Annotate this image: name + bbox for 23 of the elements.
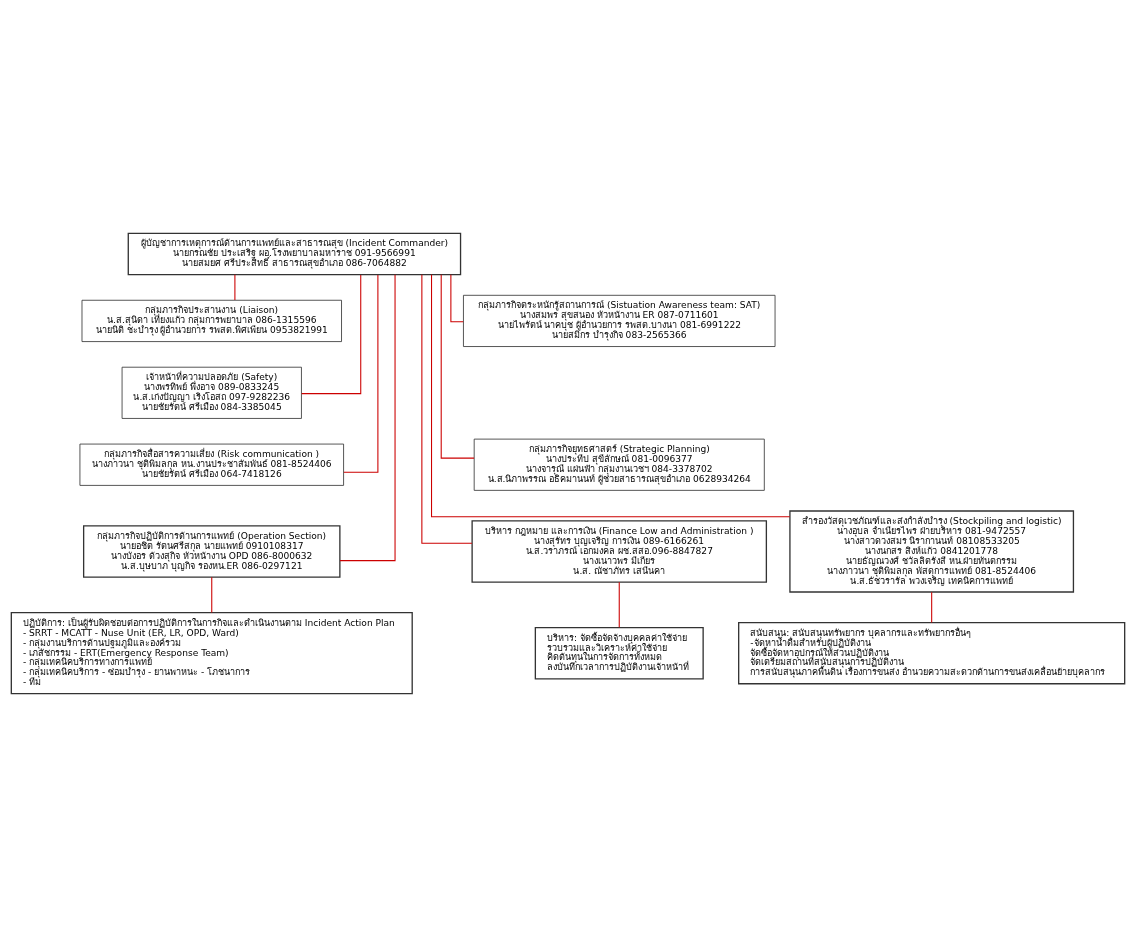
node-box: ผู้บัญชาการเหตุการณ์ด้านการแพทย์และสาธารณสุข (Incident Commander) นายกรณชัย ประเสริฐ ผอ.โรงพยาบาลมหาราช 091-9566991 นายสมยศ ศรีประสิทธิ์ สาธารณสุขอำเภอ 086-7064882 (127, 232, 462, 275)
node-box: เจ้าหน้าที่ความปลอดภัย (Safety) นางพรทิพย์ พึ่งอาจ 089-0833245 น.ส.เก่งปัญญา เริงโอสถ 097-9282236 นายชัยรัตน์ ศรีเมือง 084-3385045 (121, 366, 302, 419)
node-box: กลุ่มภารกิจยุทธศาสตร์ (Strategic Planning) นางประทีป สุขีลักษณ์ 081-0096377 นางจารุณี แผ่นฟ้า กลุ่มงานเวชฯ 084-3378702 น.ส.นิภาพรรณ อธิคมานนท์ ผู้ช่วยสาธารณสุขอำเภอ 0628934264 (473, 438, 765, 491)
connector (618, 581, 620, 628)
node-box: สำรองวัสดุเวชภัณฑ์และส่งกำลังบำรุง (Stockpiling and logistic) นางอุบล จำเนียรไพร ฝ่ายบริหาร 081-9472557 นางสาวดวงสมร นิรากานนท์ 08108533205 นางนกสร สิงห์แก้ว 0841201778 นายธัญณวงศ์ ชวัลลิตรังสี หน.ฝ่ายทันตกรรม นางภาวนา ชุติพิมลกุล พัสดุการแพทย์ 081-8524406 น.ส.ธัชวรารัล พวงเจริญ เทคนิคการแพทย์ (789, 509, 1075, 593)
connector (234, 273, 236, 301)
connector (343, 273, 379, 473)
connector (211, 576, 213, 613)
connector (931, 591, 933, 623)
node-box: กลุ่มภารกิจประสานงาน (Liaison) น.ส.สุนิดา เที่ยงแก้ว กลุ่มการพยาบาล 086-1315596 นายนิติ ชะบำรุง ผู้อำนวยการ รพสต.พิศเพียน 0953821991 (81, 299, 342, 342)
connector (450, 273, 464, 322)
connector (431, 273, 791, 517)
connector (440, 273, 475, 459)
node-box: ปฏิบัติการ: เป็นผู้รับผิดชอบต่อการปฏิบัติการในการกิจและดำเนินงานตาม Incident Action Plan - SRRT - MCATT - Nuse Unit (ER, LR, OPD, Ward) - กลุ่มงานบริการด้านปฐมภูมิและองค์รวม - เภสัชกรรม - ERT(Emergency Response Team) - กลุ่มเทคนิคบริการทางการแพทย์ - กลุ่มเทคนิคบริการ - ซ่อมบำรุง - ยานพาหนะ - โภชนาการ - ทีม (10, 611, 413, 694)
node-box: กลุ่มภารกิจปฏิบัติการด้านการแพทย์ (Operation Section) นายอชิต รัตนศรีสกุล นายแพทย์ 0910108317 นางบังอร ด้วงสุกิจ หัวหน้างาน OPD 086-8000632 น.ส.บุษบาภ บุญกิจ รองหน.ER 086-0297121 (83, 524, 341, 578)
node-box: บริหาร: จัดซื้อจัดจ้างบุคคลค่าใช้จ่าย รวบรวมและวิเคราะห์ค่าใช้จ่าย คิดต้นทุนในการจัดการทั้งหมด ลงบันทึกเวลาการปฏิบัติงานเจ้าหน้าที่ (534, 626, 704, 679)
connector (421, 273, 473, 544)
node-box: กลุ่มภารกิจตระหนักรู้สถานการณ์ (Sistuation Awareness team: SAT) นางสมพร สุขสนอง หัวหน้างาน ER 087-0711601 นายไพรัตน์ นาคบุช ผู้อำนวยการ รพสต.บางนา 081-6991222 นายสมิกร บำรุงกิจ 083-2565366 (463, 294, 776, 347)
node-box: สนับสนุน: สนับสนุนทรัพยากร บุคลากรและทรัพยากรอื่นๆ -จัดหาน้ำดื่มสำหรับผู้ปฏิบัติงาน จัดซื้อจัดหาอุปกรณ์ให้ส่วนปฏิบัติงาน จัดเตรียมสถานที่สนับสนุนการปฏิบัติงาน การสนับสนุนภาคพื้นดิน เรื่องการขนส่ง อำนวยความสะดวกด้านการขนส่งเคลื่อนย้ายบุคลากร (738, 621, 1126, 684)
node-box: กลุ่มภารกิจสื่อสารความเสี่ยง (Risk communication ) นางภาวนา ชุติพิมลกุล หน.งานประชาสัมพันธ์ 081-8524406 นายชัยรัตน์ ศรีเมือง 064-7418126 (79, 443, 344, 486)
connector (301, 273, 362, 394)
node-box: บริหาร กฎหมาย และการเงิน (Finance Low and Administration ) นางสุรัทร บุญเจริญ การเงิน 089-6166261 น.ส.วราภรณ์ เอกมงคล ผช.สสอ.096-8847827 นางเนาวพร มีเกียร น.ส. ณัชาภัทร เสนีนคา (471, 519, 768, 583)
connector (339, 273, 396, 561)
